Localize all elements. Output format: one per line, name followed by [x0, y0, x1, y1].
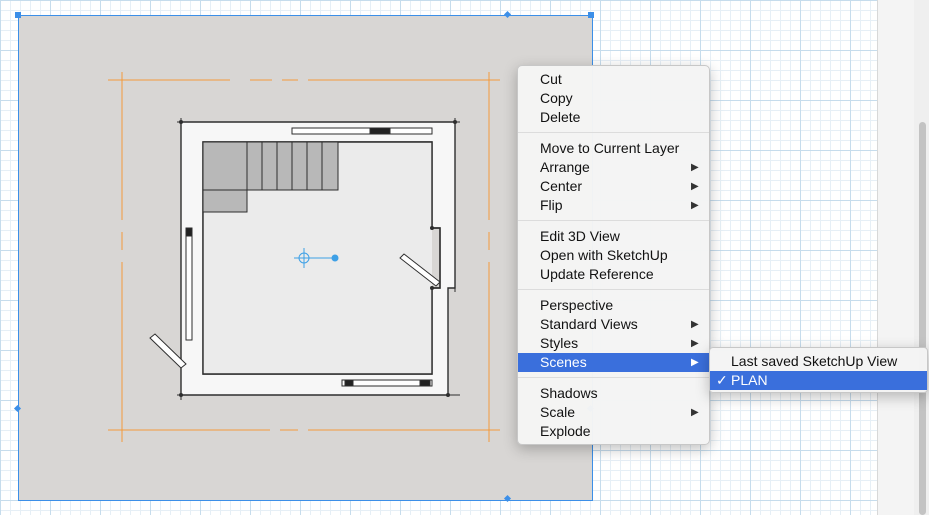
- menu-item-cut[interactable]: Cut: [518, 70, 709, 89]
- menu-item-label: Update Reference: [540, 266, 654, 282]
- scroll-track: [878, 0, 914, 515]
- menu-item-delete[interactable]: Delete: [518, 108, 709, 127]
- menu-item-edit-3d-view[interactable]: Edit 3D View: [518, 227, 709, 246]
- menu-item-arrange[interactable]: Arrange ▶: [518, 158, 709, 177]
- menu-separator: [518, 132, 709, 133]
- menu-item-label: Styles: [540, 335, 579, 351]
- menu-item-label: Explode: [540, 423, 591, 439]
- menu-item-label: Edit 3D View: [540, 228, 620, 244]
- menu-item-explode[interactable]: Explode: [518, 422, 709, 441]
- menu-separator: [518, 377, 709, 378]
- resize-handle-top-right[interactable]: [588, 12, 594, 18]
- window-left: [185, 227, 193, 341]
- menu-separator: [518, 289, 709, 290]
- resize-handle-top-left[interactable]: [15, 12, 21, 18]
- camera-target-icon: [294, 248, 339, 268]
- triangle-right-icon: ▶: [691, 181, 699, 192]
- menu-item-label: Cut: [540, 71, 562, 87]
- scroll-thumb[interactable]: [919, 122, 926, 515]
- menu-item-label: Standard Views: [540, 316, 638, 332]
- menu-item-label: Scale: [540, 404, 576, 420]
- vertical-scrollbar[interactable]: [877, 0, 929, 515]
- triangle-right-icon: ▶: [691, 357, 699, 368]
- menu-item-open-with-sketchup[interactable]: Open with SketchUp: [518, 246, 709, 265]
- window-top: [291, 127, 433, 135]
- scene-item-plan[interactable]: ✓PLAN: [710, 371, 927, 390]
- menu-item-label: Center: [540, 178, 583, 194]
- triangle-right-icon: ▶: [691, 319, 699, 330]
- window-angled-left: [149, 333, 187, 369]
- menu-item-label: Shadows: [540, 385, 598, 401]
- menu-item-copy[interactable]: Copy: [518, 89, 709, 108]
- scenes-submenu: Last saved SketchUp View✓PLAN: [709, 347, 928, 393]
- menu-item-label: Open with SketchUp: [540, 247, 668, 263]
- menu-item-update-reference[interactable]: Update Reference: [518, 265, 709, 284]
- stairs: [202, 141, 339, 213]
- section-guides: [108, 72, 500, 442]
- menu-item-scenes[interactable]: Scenes ▶: [518, 353, 709, 372]
- menu-separator: [518, 220, 709, 221]
- menu-item-label: Delete: [540, 109, 581, 125]
- menu-item-center[interactable]: Center ▶: [518, 177, 709, 196]
- triangle-right-icon: ▶: [691, 162, 699, 173]
- menu-item-label: Copy: [540, 90, 573, 106]
- window-angled-right: [399, 253, 441, 287]
- menu-item-shadows[interactable]: Shadows: [518, 384, 709, 403]
- scene-item-label: PLAN: [731, 372, 768, 388]
- triangle-right-icon: ▶: [691, 200, 699, 211]
- scene-item-label: Last saved SketchUp View: [731, 353, 898, 369]
- menu-item-label: Arrange: [540, 159, 590, 175]
- triangle-right-icon: ▶: [691, 407, 699, 418]
- window-bottom: [341, 379, 433, 387]
- menu-item-styles[interactable]: Styles ▶: [518, 334, 709, 353]
- menu-item-label: Move to Current Layer: [540, 140, 680, 156]
- menu-item-standard-views[interactable]: Standard Views ▶: [518, 315, 709, 334]
- menu-item-label: Perspective: [540, 297, 614, 313]
- triangle-right-icon: ▶: [691, 338, 699, 349]
- menu-item-label: Flip: [540, 197, 563, 213]
- menu-item-label: Scenes: [540, 354, 587, 370]
- checkmark-icon: ✓: [716, 372, 728, 388]
- menu-item-scale[interactable]: Scale ▶: [518, 403, 709, 422]
- menu-item-perspective[interactable]: Perspective: [518, 296, 709, 315]
- menu-item-flip[interactable]: Flip ▶: [518, 196, 709, 215]
- scene-item-last-saved-sketchup-view[interactable]: Last saved SketchUp View: [710, 352, 927, 371]
- menu-item-move-to-current-layer[interactable]: Move to Current Layer: [518, 139, 709, 158]
